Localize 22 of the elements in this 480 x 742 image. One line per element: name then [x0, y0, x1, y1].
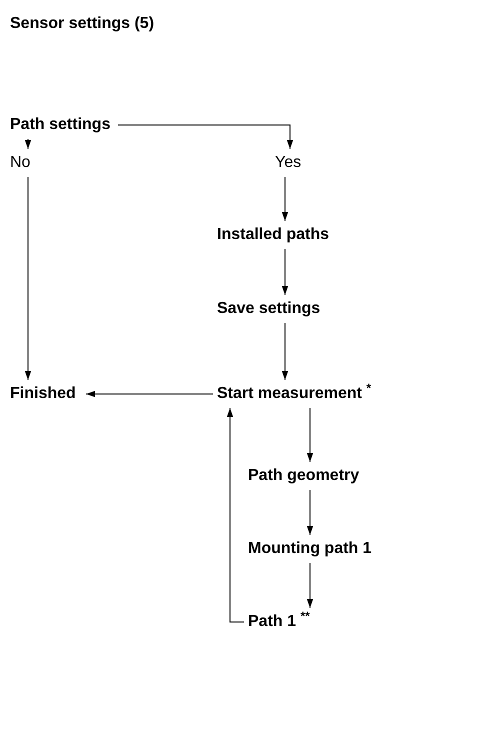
title: Sensor settings (5): [10, 14, 154, 34]
arrow: [86, 390, 214, 398]
arrow: [282, 176, 288, 222]
arrow: [24, 138, 32, 150]
step-label: Path 1 $^{**}$: [248, 612, 310, 632]
step-label: Installed paths: [217, 225, 330, 245]
answer-label: No: [10, 153, 30, 173]
answer-label: Yes: [275, 153, 302, 173]
arrow: [118, 124, 294, 150]
step-label: Path geometry: [248, 466, 360, 486]
step-label: Start measurement $^{*}$: [217, 384, 372, 404]
arrow: [24, 176, 32, 380]
arrow: [306, 490, 314, 536]
step-label: Mounting path 1: [248, 539, 372, 559]
arrow: [306, 408, 314, 462]
step-label: Finished: [10, 384, 76, 404]
arrow: [282, 248, 288, 296]
step-label: Save settings: [217, 299, 320, 319]
step-label: Path settings: [10, 115, 110, 135]
arrow: [306, 562, 314, 608]
arrow: [226, 408, 244, 622]
arrow: [282, 322, 288, 380]
